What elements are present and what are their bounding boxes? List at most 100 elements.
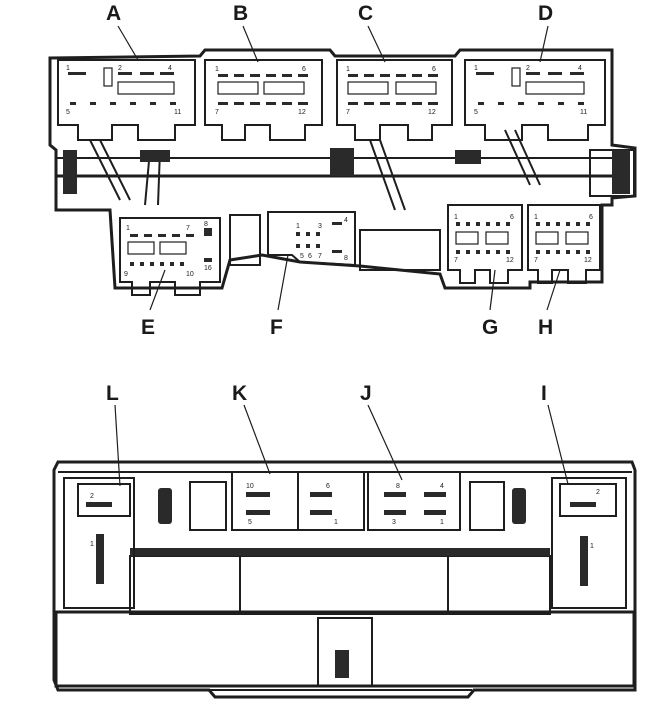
- bottom-housing-outline: [52, 460, 637, 699]
- connector-K-pin-5: 5: [248, 519, 252, 526]
- connector-C-pin-12: 12: [428, 109, 436, 116]
- connector-G-pin-7: 7: [454, 257, 458, 264]
- connector-D-pin-11: 11: [580, 109, 587, 116]
- bottom-assembly: 2 1 2 1 10 6 5 1: [52, 382, 637, 699]
- connector-B-pin-7: 7: [215, 109, 219, 116]
- connector-B-pin-12: 12: [298, 109, 306, 116]
- connector-C-pin-1: 1: [346, 66, 350, 73]
- connector-E: 1 7 8 9 10 16: [119, 217, 221, 296]
- label-L: L: [106, 382, 119, 405]
- connector-K: 10 6 5 1: [231, 471, 365, 531]
- connector-K-pin-1: 1: [334, 519, 338, 526]
- connector-A-body: [57, 59, 196, 141]
- center-bracket-left: [229, 214, 261, 266]
- lower-compartment-rim: [130, 548, 550, 556]
- connector-H-body: [527, 204, 601, 284]
- connector-C-pin-7: 7: [346, 109, 350, 116]
- connector-C-pin-6: 6: [432, 66, 436, 73]
- connector-E-pin-1: 1: [126, 225, 130, 232]
- right-end-tab: [612, 150, 630, 194]
- label-K: K: [232, 382, 247, 405]
- connector-H-pin-7: 7: [534, 257, 538, 264]
- left-side-module: [63, 477, 135, 609]
- connector-D: 1 2 4 5 11: [464, 59, 606, 141]
- lower-compartment: [129, 555, 551, 615]
- connector-H-pin-1: 1: [534, 214, 538, 221]
- connector-L: 2 1: [77, 483, 131, 584]
- bottom-latch: [317, 617, 373, 687]
- connector-G-pin-1: 1: [454, 214, 458, 221]
- connector-B: 1 6 7 12: [204, 59, 323, 141]
- connector-E-pin-7: 7: [186, 225, 190, 232]
- connector-A-pin-11: 11: [174, 109, 181, 116]
- label-E: E: [141, 316, 155, 339]
- connector-J-pin-4: 4: [440, 483, 444, 490]
- label-J: J: [360, 382, 372, 405]
- connector-F-body: [267, 211, 356, 267]
- clip-mid-block: [330, 148, 354, 176]
- connector-A-pin-5: 5: [66, 109, 70, 116]
- connector-I-body: [559, 483, 617, 517]
- top-housing-outline: [48, 48, 637, 290]
- connector-H-pin-12: 12: [584, 257, 592, 264]
- connector-I: 2 1: [559, 483, 617, 586]
- top-assembly: 1 2 4 5 11 1 6 7 12 1 6 7 12: [48, 2, 637, 339]
- left-bracket: [189, 481, 227, 531]
- label-C: C: [358, 2, 373, 25]
- connector-J-pin-3: 3: [392, 519, 396, 526]
- connector-K-pin-6: 6: [326, 483, 330, 490]
- right-clip: [512, 488, 526, 524]
- label-I: I: [541, 382, 547, 405]
- right-side-module: [551, 477, 627, 609]
- label-B: B: [233, 2, 248, 25]
- connector-C-body: [336, 59, 453, 141]
- connector-F-pin-4: 4: [344, 217, 348, 224]
- connector-G-body: [447, 204, 523, 284]
- connector-D-pin-5: 5: [474, 109, 478, 116]
- connector-I-pin-1: 1: [590, 543, 594, 550]
- right-bracket: [469, 481, 505, 531]
- connector-E-pin-16: 16: [204, 265, 212, 272]
- connector-G: 1 6 7 12: [447, 204, 523, 284]
- connector-L-pin-1: 1: [90, 541, 94, 548]
- connector-J: 8 4 3 1: [367, 471, 461, 531]
- bottom-latch-tab: [335, 650, 349, 678]
- connector-A-pin-4: 4: [168, 65, 172, 72]
- clip-right-block: [455, 150, 481, 164]
- connector-J-pin-1: 1: [440, 519, 444, 526]
- connector-B-pin-6: 6: [302, 66, 306, 73]
- center-bracket-right: [359, 229, 441, 271]
- connector-F-pin-7: 7: [318, 253, 322, 260]
- connector-D-body: [464, 59, 606, 141]
- connector-F-pin-1: 1: [296, 223, 300, 230]
- top-callouts: [117, 25, 561, 311]
- connector-B-pin-1: 1: [215, 66, 219, 73]
- label-G: G: [482, 316, 498, 339]
- connector-F-pin-6: 6: [308, 253, 312, 260]
- connector-F-pin-5: 5: [300, 253, 304, 260]
- label-H: H: [538, 316, 553, 339]
- connector-F-pin-3: 3: [318, 223, 322, 230]
- connector-D-pin-4: 4: [578, 65, 582, 72]
- connector-H: 1 6 7 12: [527, 204, 601, 284]
- bottom-callouts: [114, 404, 569, 487]
- label-A: A: [106, 2, 121, 25]
- clip-left: [89, 139, 161, 206]
- connector-A: 1 2 4 5 11: [57, 59, 196, 141]
- label-D: D: [538, 2, 553, 25]
- connector-J-body: [367, 471, 461, 531]
- connector-F: 1 3 4 5 7 8 6: [267, 211, 356, 267]
- connector-G-pin-12: 12: [506, 257, 514, 264]
- connector-D-pin-1: 1: [474, 65, 478, 72]
- connector-J-pin-8: 8: [396, 483, 400, 490]
- connector-G-pin-6: 6: [510, 214, 514, 221]
- left-end-block: [63, 150, 77, 194]
- connector-B-body: [204, 59, 323, 141]
- connector-D-pin-2: 2: [526, 65, 530, 72]
- left-clip: [158, 488, 172, 524]
- connector-F-pin-8: 8: [344, 255, 348, 262]
- connector-E-pin-8: 8: [204, 221, 208, 228]
- connector-A-pin-2: 2: [118, 65, 122, 72]
- clip-left-block: [140, 150, 170, 162]
